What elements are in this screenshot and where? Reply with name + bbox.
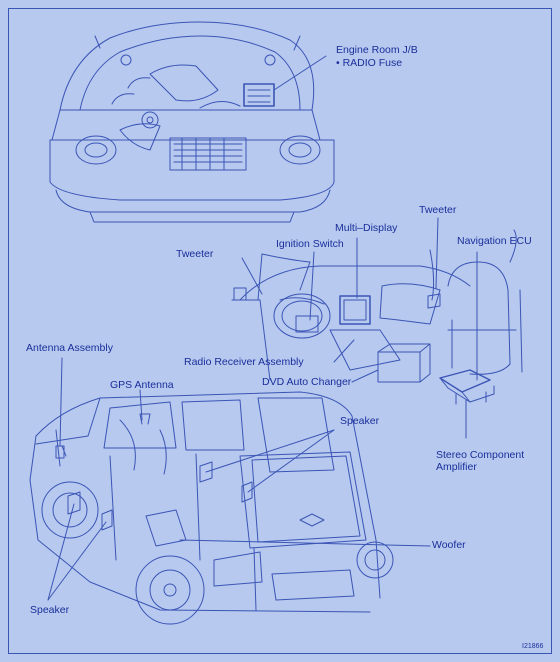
leader-ignition-switch xyxy=(309,251,315,321)
engine-room-illustration xyxy=(49,21,335,223)
leader-tweeter-right xyxy=(435,217,439,289)
leader-speaker-door-1 xyxy=(47,503,75,601)
leader-tweeter-left xyxy=(241,257,263,295)
leader-woofer xyxy=(179,539,431,547)
label-radio-fuse: • RADIO Fuse xyxy=(336,57,403,69)
vehicle-illustration xyxy=(29,391,394,625)
leader-speaker-door-2 xyxy=(47,521,107,601)
label-ignition-switch: Ignition Switch xyxy=(276,238,344,250)
leader-antenna-assembly xyxy=(59,357,63,447)
dashboard-illustration xyxy=(231,229,523,405)
label-stereo-component: Stereo Component xyxy=(436,449,525,461)
label-amplifier: Amplifier xyxy=(436,461,477,473)
label-woofer: Woofer xyxy=(432,539,466,551)
leader-dvd-auto-changer xyxy=(351,369,379,383)
label-multi-display: Multi–Display xyxy=(335,222,398,234)
leader-radio-receiver xyxy=(333,339,355,363)
label-tweeter-right: Tweeter xyxy=(419,204,457,216)
label-navigation-ecu: Navigation ECU xyxy=(457,235,532,247)
label-speaker-lower: Speaker xyxy=(30,604,70,616)
figure-frame xyxy=(8,8,552,654)
label-radio-receiver-assembly: Radio Receiver Assembly xyxy=(184,356,304,368)
label-speaker-upper: Speaker xyxy=(340,415,380,427)
label-antenna-assembly: Antenna Assembly xyxy=(26,342,113,354)
label-dvd-auto-changer: DVD Auto Changer xyxy=(262,376,352,388)
leader-speaker-front xyxy=(205,429,335,473)
leader-engine-room-jb xyxy=(273,55,327,91)
label-tweeter-left: Tweeter xyxy=(176,248,214,260)
figure-code: I21866 xyxy=(522,643,544,650)
leader-speaker-rear xyxy=(247,429,335,493)
label-gps-antenna: GPS Antenna xyxy=(110,379,174,391)
leader-gps-antenna xyxy=(139,389,143,421)
label-engine-room-jb: Engine Room J/B xyxy=(336,44,418,56)
